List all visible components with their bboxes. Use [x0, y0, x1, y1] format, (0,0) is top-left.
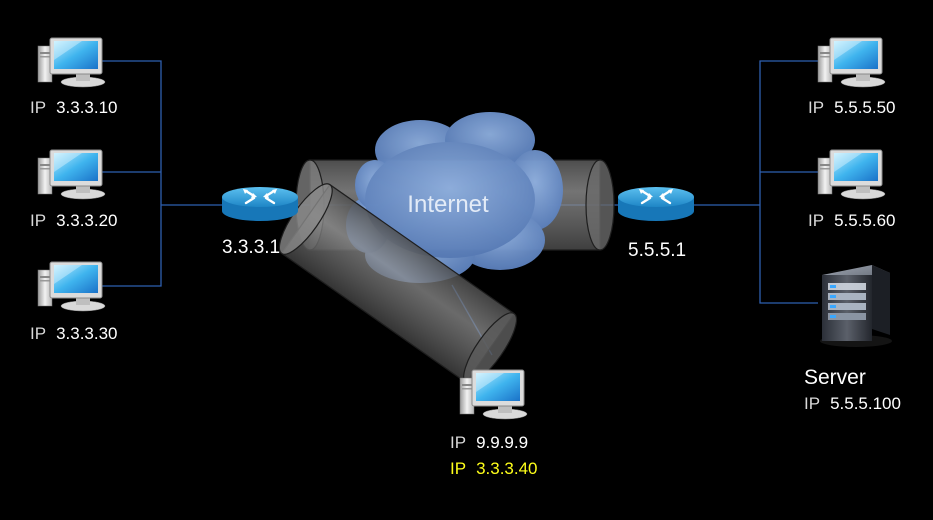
ip-label-prefix: IP: [30, 324, 47, 343]
ip-label-prefix: IP: [30, 98, 47, 117]
remote-host-ip-label: IP 9.9.9.9: [450, 433, 528, 453]
host-ip-label: IP 5.5.5.60: [808, 211, 896, 231]
server-icon: [820, 265, 892, 347]
ip-address: 3.3.3.10: [56, 98, 118, 117]
desktop-computer-icon: [817, 149, 886, 200]
host-ip-label: IP 3.3.3.20: [30, 211, 118, 231]
router-label: 3.3.3.1: [222, 237, 281, 258]
server-ip-label: IP 5.5.5.100: [804, 394, 901, 414]
ip-label-prefix: IP: [804, 394, 821, 413]
ip-address: 3.3.3.20: [56, 211, 118, 230]
host-ip-label: IP 5.5.5.50: [808, 98, 896, 118]
host-ip-label: IP 3.3.3.10: [30, 98, 118, 118]
ip-address: 5.5.5.100: [830, 394, 901, 413]
ip-address: 9.9.9.9: [476, 433, 529, 452]
ip-label-prefix: IP: [30, 211, 47, 230]
ip-address: 5.5.5.60: [834, 211, 896, 230]
server-title: Server: [804, 366, 866, 389]
router-label: 5.5.5.1: [628, 240, 687, 261]
host-ip-label: IP 3.3.3.30: [30, 324, 118, 344]
ip-label-prefix: IP: [808, 211, 825, 230]
router-icon: [616, 185, 696, 223]
internet-label: Internet: [407, 191, 489, 218]
link-line: [100, 60, 162, 287]
ip-label-prefix: IP: [808, 98, 825, 117]
vpn-tunnel-diagonal: [278, 183, 518, 384]
ip-label-prefix: IP: [450, 459, 467, 478]
ip-label-prefix: IP: [450, 433, 467, 452]
desktop-computer-icon: [37, 261, 106, 312]
tunnel-ip-address: 3.3.3.40: [476, 459, 538, 478]
ip-address: 3.3.3.30: [56, 324, 118, 343]
desktop-computer-icon: [37, 37, 106, 88]
ip-address: 5.5.5.50: [834, 98, 896, 117]
tunnel-ip-label: IP 3.3.3.40: [450, 459, 538, 479]
router-icon: [220, 185, 300, 223]
desktop-computer-icon: [817, 37, 886, 88]
link-line: [759, 60, 818, 304]
desktop-computer-icon: [37, 149, 106, 200]
